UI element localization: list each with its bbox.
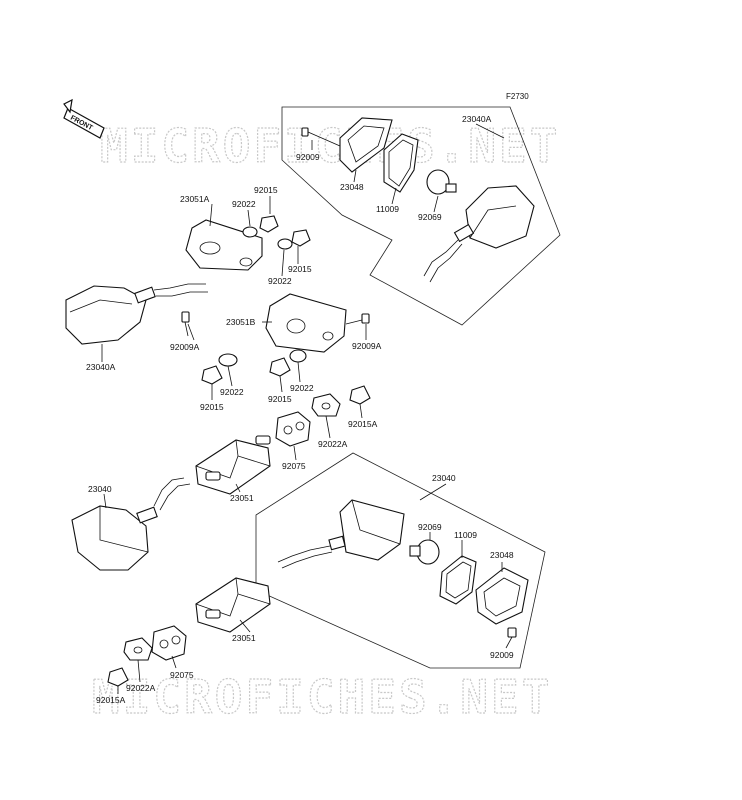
bracket-23051B bbox=[265, 293, 347, 353]
label-92015A-mid: 92015A bbox=[348, 419, 378, 429]
label-11009-bottom: 11009 bbox=[454, 530, 477, 540]
label-92022-b: 92022 bbox=[268, 276, 292, 286]
label-92015-b: 92015 bbox=[288, 264, 312, 274]
front-arrow-icon: FRONT bbox=[63, 98, 105, 139]
label-23040-right: 23040 bbox=[432, 473, 456, 483]
rubber-92075-mid bbox=[275, 411, 311, 447]
label-23051-bottom: 23051 bbox=[232, 633, 256, 643]
label-92022-c: 92022 bbox=[220, 387, 244, 397]
label-92022A-mid: 92022A bbox=[318, 439, 348, 449]
label-92009-top: 92009 bbox=[296, 152, 320, 162]
washer-92022-d bbox=[289, 349, 307, 363]
label-92022-a: 92022 bbox=[232, 199, 256, 209]
gasket-11009-bottom bbox=[439, 555, 477, 605]
nut-92015-d bbox=[269, 357, 291, 377]
nut-92015-c bbox=[201, 365, 223, 385]
label-92015A-bottom: 92015A bbox=[96, 695, 126, 705]
label-92022-d: 92022 bbox=[290, 383, 314, 393]
nut-92015-a bbox=[259, 215, 279, 233]
label-23051B: 23051B bbox=[226, 317, 256, 327]
washer-92022-c bbox=[218, 353, 238, 367]
turn-signal-23040A-left bbox=[65, 283, 208, 345]
label-92075-mid: 92075 bbox=[282, 461, 306, 471]
turn-signal-23040A-right bbox=[423, 185, 535, 283]
label-92069-bottom: 92069 bbox=[418, 522, 442, 532]
bulb-92069-bottom bbox=[409, 539, 440, 565]
screw-92009A-right bbox=[345, 313, 370, 325]
screw-92009-bottom bbox=[507, 627, 517, 638]
stay-23051-bottom bbox=[195, 577, 271, 633]
label-92015-d: 92015 bbox=[268, 394, 292, 404]
label-92009A-left: 92009A bbox=[170, 342, 200, 352]
gasket-11009-top bbox=[383, 133, 419, 193]
plate-92022A-mid bbox=[311, 393, 341, 417]
label-23048-top: 23048 bbox=[340, 182, 364, 192]
label-92015-a: 92015 bbox=[254, 185, 278, 195]
label-23048-bottom: 23048 bbox=[490, 550, 514, 560]
label-92022A-bottom: 92022A bbox=[126, 683, 156, 693]
label-23051A: 23051A bbox=[180, 194, 210, 204]
washer-92022-a bbox=[242, 226, 258, 238]
watermark-bottom: MICROFICHES.NET bbox=[92, 670, 552, 724]
figure-code: F2730 bbox=[506, 92, 529, 101]
washer-92022-b bbox=[277, 238, 293, 250]
label-92015-c: 92015 bbox=[200, 402, 224, 412]
stay-23051-mid bbox=[195, 435, 271, 495]
screw-92009A-left bbox=[181, 311, 190, 337]
label-92069-top: 92069 bbox=[418, 212, 442, 222]
leader-lines bbox=[101, 123, 513, 694]
label-92075-bottom: 92075 bbox=[170, 670, 194, 680]
lens-23048-bottom bbox=[475, 567, 529, 625]
watermark-top: MICROFICHES.NET bbox=[100, 119, 560, 173]
label-11009-top: 11009 bbox=[376, 204, 399, 214]
nut-92015A-mid bbox=[349, 385, 371, 405]
rubber-92075-bottom bbox=[151, 625, 187, 661]
label-23040A-left: 23040A bbox=[86, 362, 116, 372]
screw-92009-top bbox=[301, 127, 341, 147]
bulb-92069-top bbox=[426, 169, 457, 195]
label-23051-mid: 23051 bbox=[230, 493, 254, 503]
label-92009A-right: 92009A bbox=[352, 341, 382, 351]
nut-92015A-bottom bbox=[107, 667, 129, 687]
label-23040-left: 23040 bbox=[88, 484, 112, 494]
label-23040A-top: 23040A bbox=[462, 114, 492, 124]
turn-signal-23040-left bbox=[71, 477, 191, 571]
lens-23048-top bbox=[339, 117, 393, 173]
label-92009-bottom: 92009 bbox=[490, 650, 514, 660]
plate-92022A-bottom bbox=[123, 637, 153, 661]
nut-92015-b bbox=[291, 229, 311, 247]
group-frame-upper-right bbox=[281, 106, 561, 326]
turn-signal-23040-right bbox=[277, 499, 405, 569]
